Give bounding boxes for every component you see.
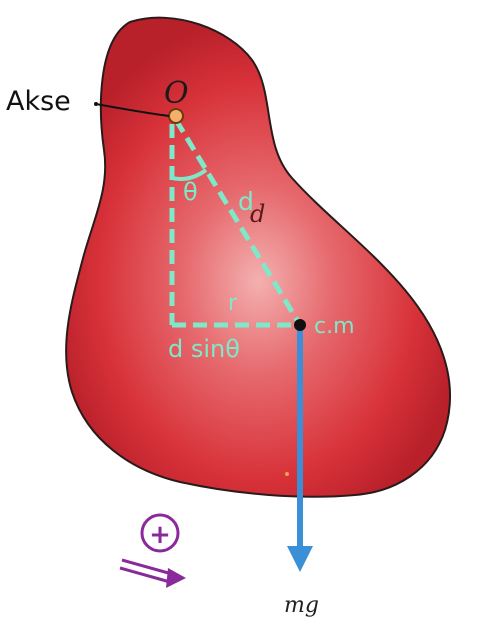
center-of-mass-label: c.m	[314, 314, 355, 339]
distance-label-dark: d	[250, 200, 265, 228]
angle-label: θ	[183, 178, 198, 206]
construction-triangle	[169, 118, 303, 328]
positive-sign-text: +	[149, 520, 171, 550]
speck	[285, 472, 289, 476]
lever-arm-label: d sinθ	[168, 335, 240, 363]
center-of-mass-dot	[294, 319, 306, 331]
direction-arrow-icon	[119, 558, 186, 588]
hypotenuse-dashed-line	[173, 118, 303, 327]
pivot-point	[168, 108, 184, 124]
radius-label: r	[228, 291, 238, 316]
pivot-label: O	[164, 76, 189, 111]
positive-sign-icon: +	[140, 513, 180, 553]
axis-leader-line	[95, 103, 170, 117]
weight-arrow	[287, 328, 313, 572]
weight-label: mg	[284, 593, 319, 618]
angle-arc	[171, 168, 208, 181]
axis-label: Akse	[6, 86, 71, 117]
distance-label-green: d	[238, 187, 254, 216]
